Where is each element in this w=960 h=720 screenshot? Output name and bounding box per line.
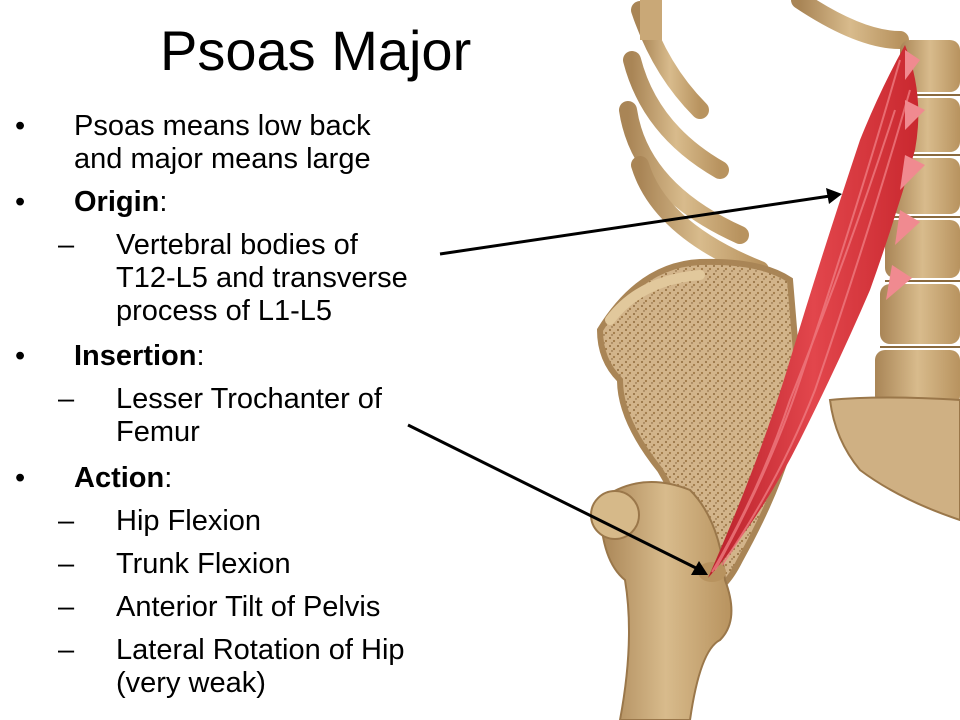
action-item: Trunk Flexion (116, 548, 291, 580)
dash-marker: – (58, 548, 75, 580)
dash-marker: – (58, 591, 75, 623)
insertion-detail-line-2: Femur (116, 416, 200, 448)
bullet-marker: • (15, 186, 26, 218)
action-item: Hip Flexion (116, 505, 262, 537)
slide-title: Psoas Major (160, 19, 472, 82)
action-heading: Action: (74, 462, 172, 495)
insertion-heading: Insertion: (74, 340, 205, 373)
origin-heading: Origin: (74, 186, 167, 219)
rib-cage (619, 0, 909, 279)
spine (875, 40, 960, 406)
action-item-note: (very weak) (116, 667, 266, 699)
slide-content: • Psoas means low back and major means l… (15, 110, 408, 699)
intro-line-1: Psoas means low back (74, 110, 371, 142)
insertion-label: Insertion (74, 340, 197, 372)
dash-marker: – (58, 383, 75, 415)
origin-detail-line-1: Vertebral bodies of (116, 229, 358, 261)
action-label: Action (74, 462, 165, 494)
insertion-detail-line-1: Lesser Trochanter of (116, 383, 382, 415)
origin-colon: : (159, 186, 168, 218)
dash-marker: – (58, 634, 75, 666)
bullet-marker: • (15, 110, 26, 142)
origin-arrow (439, 188, 842, 256)
rib-top (640, 0, 662, 40)
femur (590, 481, 733, 720)
insertion-colon: : (196, 340, 205, 372)
bullet-marker: • (15, 462, 26, 494)
action-item: Anterior Tilt of Pelvis (116, 591, 381, 623)
origin-label: Origin (74, 186, 160, 218)
insertion-arrow (407, 423, 708, 575)
psoas-major-muscle (708, 45, 925, 578)
intro-line-2: and major means large (74, 143, 371, 175)
dash-marker: – (58, 229, 75, 261)
dash-marker: – (58, 505, 75, 537)
action-colon: : (164, 462, 173, 494)
origin-detail-line-2: T12-L5 and transverse (116, 262, 408, 294)
bullet-marker: • (15, 340, 26, 372)
action-item: Lateral Rotation of Hip (116, 634, 405, 666)
origin-detail-line-3: process of L1-L5 (116, 295, 333, 327)
sacrum (828, 396, 960, 522)
